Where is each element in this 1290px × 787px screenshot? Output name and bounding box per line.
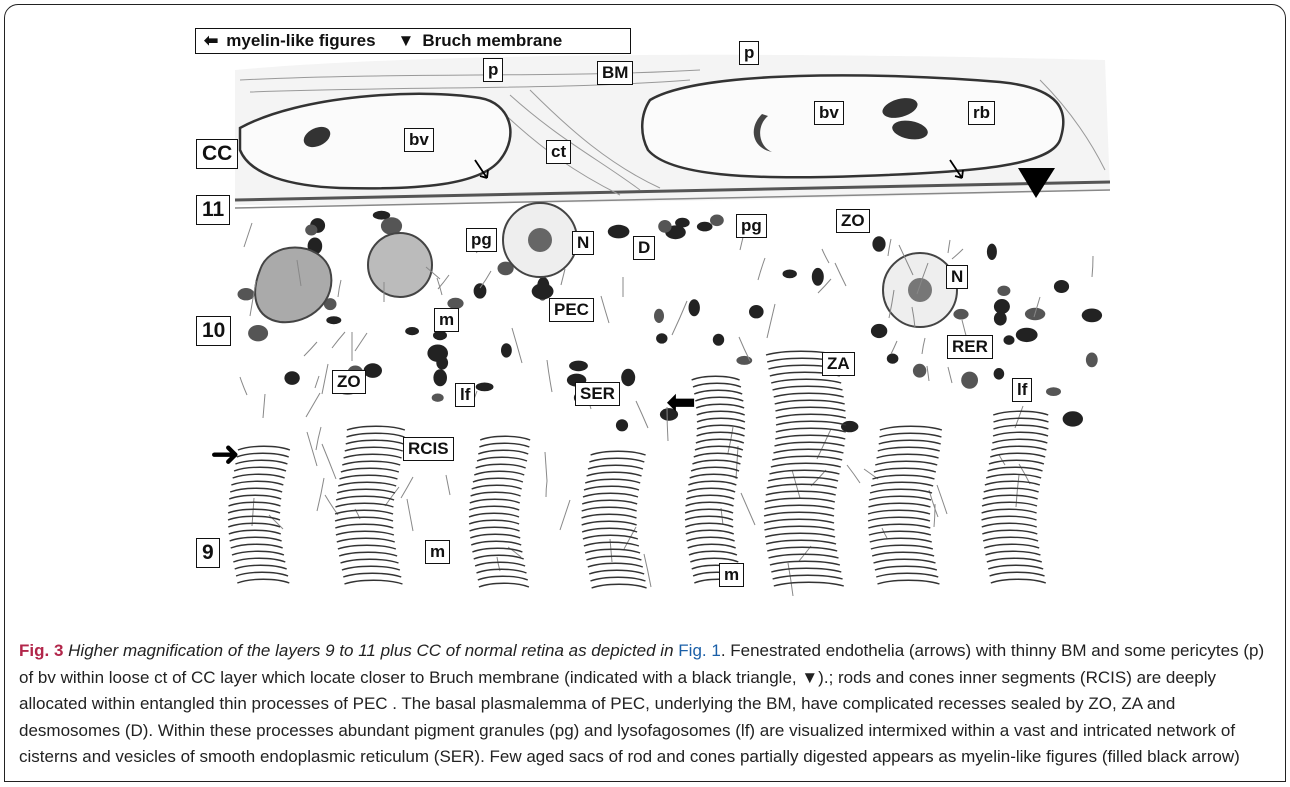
label-rcis: RCIS [403, 437, 454, 461]
label-lysofagosomes: lf [455, 383, 475, 407]
label-pigment-granules: pg [466, 228, 497, 252]
caption-lead: Higher magnification of the layers 9 to … [68, 641, 673, 660]
figure-number: Fig. 3 [19, 641, 63, 660]
figure-legend: ⬅ myelin-like figures ▼ Bruch membrane [195, 28, 631, 54]
label-mitochondria: m [719, 563, 744, 587]
label-layer-9: 9 [196, 538, 220, 568]
label-zonula-adherens: ZA [822, 352, 855, 376]
label-rer: RER [947, 335, 993, 359]
label-nucleus: N [946, 265, 968, 289]
label-zonula-occludens: ZO [332, 370, 366, 394]
retina-illustration [0, 0, 1290, 620]
label-layer-11: 11 [196, 195, 230, 225]
legend-arrow-label: myelin-like figures [226, 31, 375, 51]
label-lysofagosomes: lf [1012, 378, 1032, 402]
label-red-blood-cell: rb [968, 101, 995, 125]
label-mitochondria: m [425, 540, 450, 564]
label-zonula-occludens: ZO [836, 209, 870, 233]
label-nucleus: N [572, 231, 594, 255]
label-connective-tissue: ct [546, 140, 571, 164]
label-blood-vessel: bv [814, 101, 844, 125]
label-basement-membrane: BM [597, 61, 633, 85]
label-blood-vessel: bv [404, 128, 434, 152]
legend-triangle-label: Bruch membrane [422, 31, 562, 51]
figure-caption: Fig. 3 Higher magnification of the layer… [19, 638, 1277, 771]
label-ser: SER [575, 382, 620, 406]
label-layer-10: 10 [196, 316, 231, 346]
label-desmosome: D [633, 236, 655, 260]
triangle-down-icon: ▼ [398, 31, 415, 51]
label-layer-cc: CC [196, 139, 238, 169]
label-mitochondria: m [434, 308, 459, 332]
label-pericyte: p [739, 41, 759, 65]
label-pericyte: p [483, 58, 503, 82]
label-pigment-granules: pg [736, 214, 767, 238]
figure-reference-link[interactable]: Fig. 1 [678, 641, 721, 660]
label-pec: PEC [549, 298, 594, 322]
arrow-right-icon: ➜ [210, 436, 240, 472]
arrow-left-icon: ⬅ [204, 31, 218, 51]
arrow-left-icon: ⬅ [666, 384, 696, 420]
